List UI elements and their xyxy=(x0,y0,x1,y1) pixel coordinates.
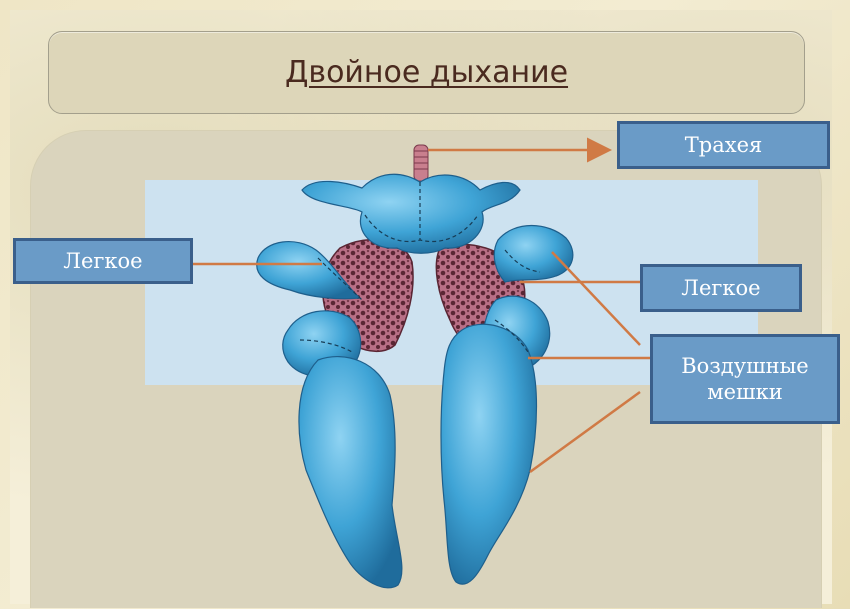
label-lung-right: Легкое xyxy=(640,264,802,312)
label-air-sacs: Воздушные мешки xyxy=(650,334,840,424)
right-abdominal-air-sac xyxy=(441,324,537,584)
label-lung-right-text: Легкое xyxy=(681,275,760,301)
left-abdominal-air-sac xyxy=(299,357,402,588)
label-air-sacs-line2: мешки xyxy=(707,379,782,405)
trachea xyxy=(414,145,428,181)
air-sac-leader-1 xyxy=(552,252,640,345)
right-anterior-air-sac xyxy=(494,226,573,283)
label-air-sacs-line1: Воздушные xyxy=(681,353,808,379)
label-lung-left-text: Легкое xyxy=(63,248,142,274)
label-trachea-text: Трахея xyxy=(685,132,763,158)
label-lung-left: Легкое xyxy=(13,238,193,284)
air-sac-leader-3 xyxy=(530,392,640,472)
clavicular-air-sac xyxy=(302,174,520,253)
label-trachea: Трахея xyxy=(617,121,830,169)
